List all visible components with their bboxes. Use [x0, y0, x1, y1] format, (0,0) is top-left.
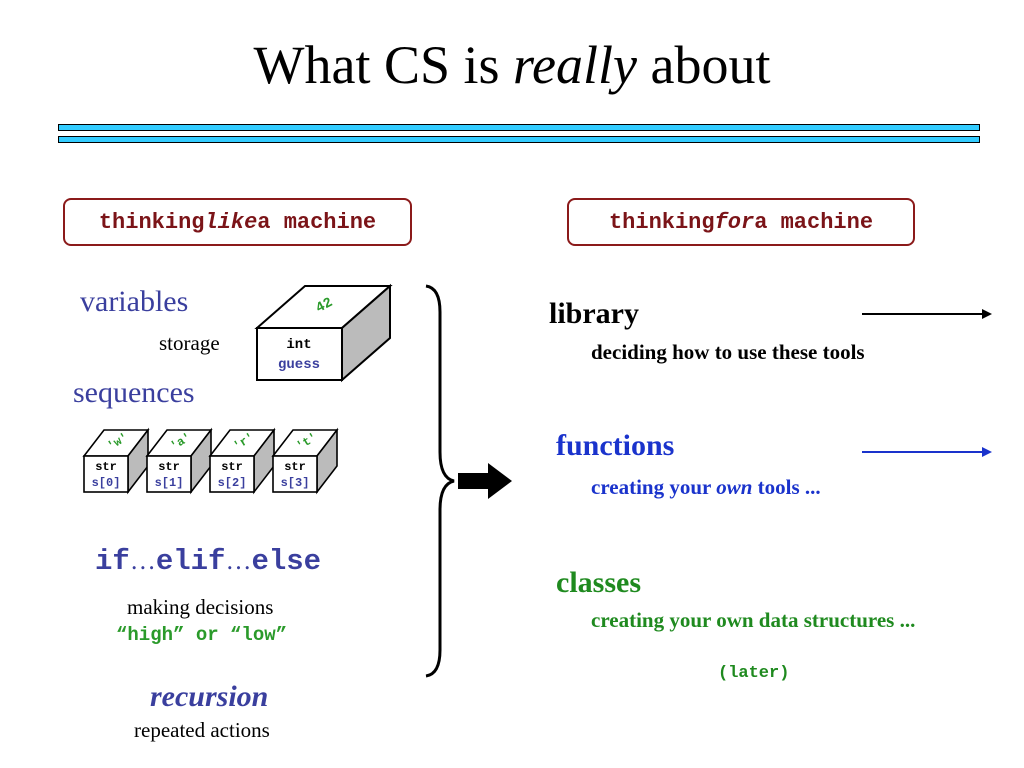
- repeated-actions-note: repeated actions: [134, 718, 270, 742]
- ellipsis: …: [225, 546, 252, 575]
- sequence-index: s[3]: [281, 476, 310, 490]
- functions-description-text: creating your: [591, 475, 717, 499]
- library-heading: library: [549, 297, 639, 330]
- functions-heading: functions: [556, 429, 675, 462]
- functions-description: creating your own tools ...: [591, 475, 821, 500]
- high-low-example: “high” or “low”: [116, 624, 288, 646]
- pill-text-end: a machine: [754, 209, 874, 235]
- functions-description-end: tools ...: [752, 475, 821, 499]
- decisions-note: making decisions: [127, 595, 274, 619]
- variables-heading: variables: [80, 285, 189, 318]
- if-elif-else-keywords: if…elif…else: [95, 545, 321, 578]
- sequences-heading: sequences: [73, 376, 195, 409]
- pill-emphasis: for: [714, 209, 755, 235]
- elif-keyword: elif: [155, 545, 226, 578]
- pill-text: thinking: [98, 209, 205, 235]
- if-keyword: if: [95, 545, 130, 578]
- variable-value: 42: [313, 295, 335, 317]
- pill-emphasis: like: [204, 209, 258, 235]
- sequence-index: s[1]: [155, 476, 184, 490]
- sequence-type: str: [284, 460, 306, 474]
- else-keyword: else: [251, 545, 322, 578]
- later-note: (later): [718, 664, 790, 683]
- sequence-type: str: [158, 460, 180, 474]
- library-arrow-icon: [862, 309, 992, 319]
- functions-arrow-icon: [862, 447, 992, 457]
- library-description: deciding how to use these tools: [591, 340, 865, 364]
- pill-text: thinking: [608, 209, 715, 235]
- variable-type: int: [286, 337, 311, 353]
- title-rule-bottom: [58, 136, 980, 143]
- storage-note: storage: [159, 331, 220, 355]
- sequence-index: s[2]: [218, 476, 247, 490]
- classes-heading: classes: [556, 566, 641, 599]
- functions-description-emphasis: own: [716, 475, 753, 499]
- thinking-like-machine-label: thinking like a machine: [63, 198, 412, 246]
- variable-box-graphic: 42 int guess: [254, 283, 393, 383]
- classes-description: creating your own data structures ...: [591, 608, 916, 632]
- variable-name: guess: [278, 357, 320, 373]
- sequence-index: s[0]: [92, 476, 121, 490]
- ellipsis: …: [129, 546, 156, 575]
- curly-brace: [425, 284, 455, 678]
- recursion-heading: recursion: [150, 680, 269, 713]
- pill-text-end: a machine: [257, 209, 377, 235]
- title-rule-top: [58, 124, 980, 131]
- right-arrow-icon: [458, 463, 512, 499]
- title-text-end: about: [636, 35, 771, 95]
- sequence-type: str: [95, 460, 117, 474]
- title-text: What CS is: [253, 35, 514, 95]
- slide-title: What CS is really about: [0, 30, 1024, 100]
- title-emphasis: really: [513, 35, 637, 95]
- thinking-for-machine-label: thinking for a machine: [567, 198, 915, 246]
- sequence-type: str: [221, 460, 243, 474]
